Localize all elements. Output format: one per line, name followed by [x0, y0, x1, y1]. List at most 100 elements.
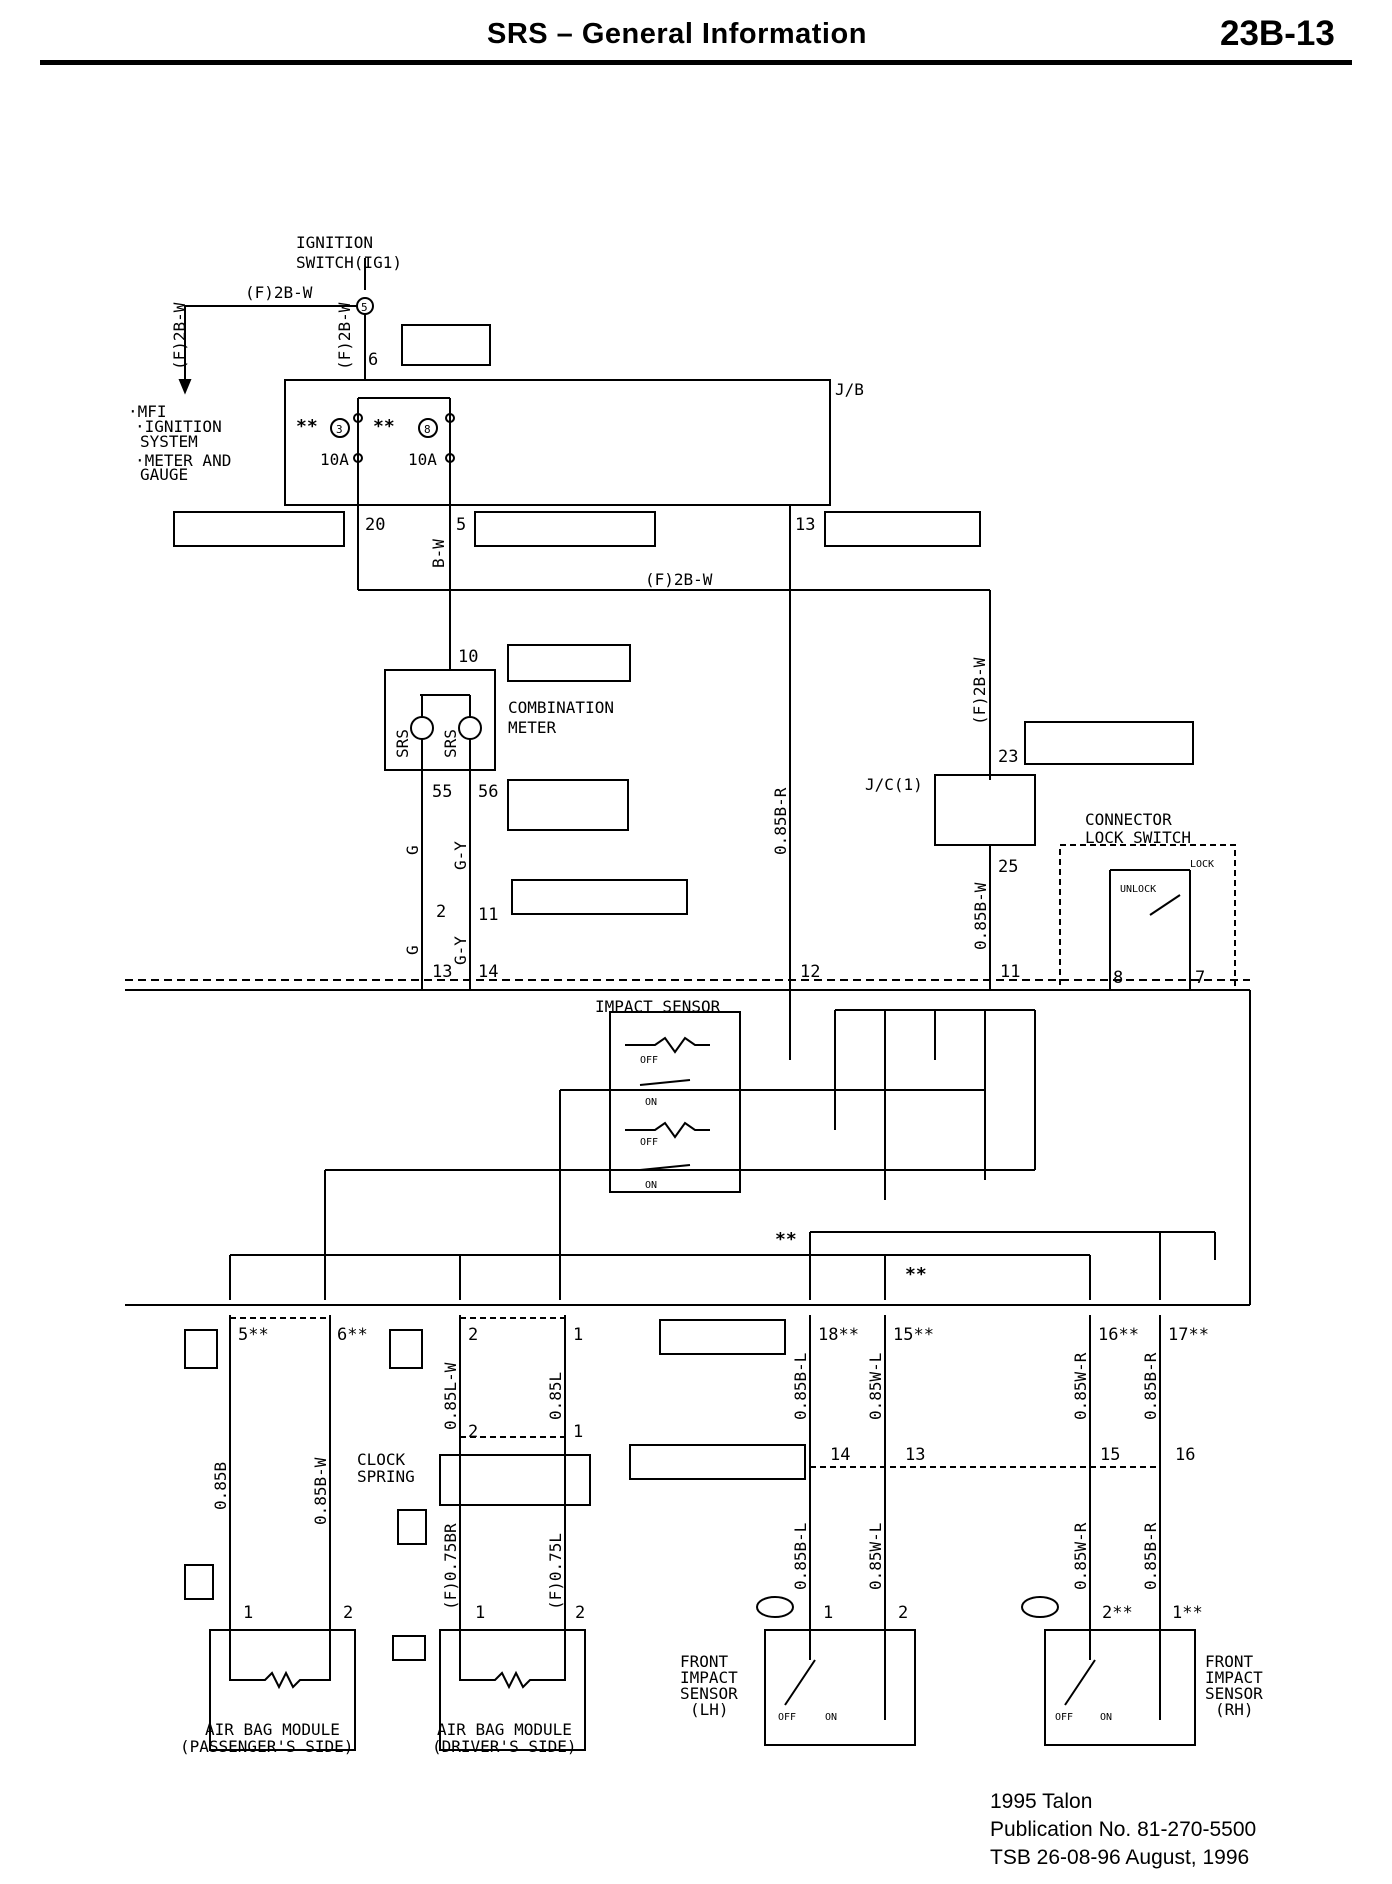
label-fis-lh2: IMPACT	[680, 1668, 738, 1687]
srs-lamp-label: SRS	[441, 729, 460, 758]
label-abm-d1: AIR BAG MODULE	[437, 1720, 572, 1739]
switch-contact	[639, 1079, 691, 1086]
pin-number: 17**	[1168, 1325, 1209, 1345]
wire-label: G	[403, 945, 422, 955]
resistor	[625, 1036, 710, 1054]
footer-line-1: 1995 Talon	[990, 1790, 1093, 1813]
combination-meter-box	[384, 669, 496, 771]
connector-icon	[392, 1635, 426, 1661]
wire-label: 0.85L-W	[441, 1362, 460, 1430]
wire-label: 0.85B-L	[791, 1353, 810, 1420]
pin-number: 55	[432, 782, 452, 802]
pin-number: 11	[1000, 962, 1020, 982]
pin-number: 16	[1175, 1445, 1195, 1465]
label-on: ON	[645, 1180, 657, 1191]
pin-number: 56	[478, 782, 498, 802]
star-note: **	[905, 1264, 927, 1285]
label-unlock: UNLOCK	[1120, 884, 1156, 895]
label-mfi5: GAUGE	[140, 465, 188, 484]
pin-number: 2	[575, 1603, 585, 1623]
wire-label: 0.85B-R	[1141, 1522, 1160, 1590]
connector-icon	[1021, 1596, 1059, 1618]
label-mfi3: SYSTEM	[140, 432, 198, 451]
label-fis-rh4: (RH)	[1215, 1700, 1254, 1719]
label-mfi: ·MFI	[128, 402, 167, 421]
label-fis-lh3: SENSOR	[680, 1684, 738, 1703]
label-off: OFF	[640, 1055, 658, 1066]
label-mfi2: ·IGNITION	[135, 417, 222, 436]
pin-number: 14	[830, 1445, 850, 1465]
label-jc: J/C(1)	[865, 775, 923, 794]
connector-icon	[184, 1564, 214, 1600]
pin-number: 2**	[1102, 1603, 1133, 1623]
pin-number: 5	[456, 515, 466, 535]
connector-icon	[659, 1319, 786, 1355]
label-fis-rh1: FRONT	[1205, 1652, 1254, 1671]
pin-number: 15	[1100, 1445, 1120, 1465]
footer-line-2: Publication No. 81-270-5500	[990, 1818, 1257, 1841]
label-clock: CLOCK	[357, 1450, 406, 1469]
label-fuse-b: 10A	[408, 450, 437, 469]
label-mfi4: ·METER AND	[135, 451, 231, 470]
pin-number: 2	[343, 1603, 353, 1623]
switch-contact	[1149, 894, 1181, 916]
pin-number: 18**	[818, 1325, 859, 1345]
connector-icon	[401, 324, 491, 366]
pin-number: 15**	[893, 1325, 934, 1345]
label-off: OFF	[1055, 1712, 1073, 1723]
label-fuse-a: 10A	[320, 450, 349, 469]
connector-icon	[397, 1509, 427, 1545]
star-note: **	[373, 416, 395, 437]
wire-label: B-W	[429, 539, 448, 568]
label-fis-lh1: FRONT	[680, 1652, 729, 1671]
star-note: **	[296, 416, 318, 437]
label-on: ON	[825, 1712, 837, 1723]
label-connector: CONNECTOR	[1085, 810, 1172, 829]
pin-number: 1	[573, 1325, 583, 1345]
wire-label: 0.85B-R	[771, 787, 790, 855]
joint-connector-box	[934, 774, 1036, 846]
fuse-number-circle	[330, 418, 350, 438]
pin-number: 1	[823, 1603, 833, 1623]
label-fis-rh2: IMPACT	[1205, 1668, 1263, 1687]
wire-label: 0.85B-W	[311, 1457, 330, 1525]
label-f2bw-h: (F)2B-W	[645, 570, 713, 589]
front-impact-sensor-rh-box	[1044, 1629, 1196, 1746]
pin-number: 2	[468, 1325, 478, 1345]
label-ignition-switch: SWITCH(IG1)	[296, 253, 402, 272]
passenger-air-bag-module-box	[209, 1629, 356, 1751]
wire-label: (F)2B-W	[335, 302, 354, 370]
wire-label: (F)0.75L	[546, 1533, 565, 1610]
pin-number: 20	[365, 515, 385, 535]
label-lock: LOCK	[1190, 859, 1214, 870]
wire-label: (F)0.75BR	[441, 1523, 460, 1610]
label-meter: METER	[508, 718, 557, 737]
wire-label: G-Y	[451, 936, 470, 965]
srs-lamp-label: SRS	[393, 729, 412, 758]
label-abm-d2: (DRIVER'S SIDE)	[432, 1737, 577, 1756]
connector-icon	[1024, 721, 1194, 765]
pin-number: 2	[468, 1422, 478, 1442]
pin-number: 1**	[1172, 1603, 1203, 1623]
fuse-8-number: 8	[424, 423, 431, 436]
wire-label: G	[403, 845, 422, 855]
squib-resistor	[459, 1620, 566, 1690]
wire-label: 0.85B-L	[791, 1523, 810, 1590]
label-abm-p2: (PASSENGER'S SIDE)	[180, 1737, 353, 1756]
connector-icon	[389, 1329, 423, 1369]
pin-number: 13	[905, 1445, 925, 1465]
driver-air-bag-module-box	[439, 1629, 586, 1751]
pin-number: 23	[998, 747, 1018, 767]
pin-number: 11	[478, 905, 498, 925]
label-ignition: IGNITION	[296, 233, 373, 252]
label-jb: J/B	[835, 380, 864, 399]
connector-icon	[507, 779, 629, 831]
front-impact-sensor-lh-box	[764, 1629, 916, 1746]
fuse-number-circle	[418, 418, 438, 438]
connector-icon	[184, 1329, 218, 1369]
connector-icon	[511, 879, 688, 915]
connector-icon	[629, 1444, 806, 1480]
pin-number: 10	[458, 647, 478, 667]
pin-number: 13	[432, 962, 452, 982]
label-off: OFF	[778, 1712, 796, 1723]
